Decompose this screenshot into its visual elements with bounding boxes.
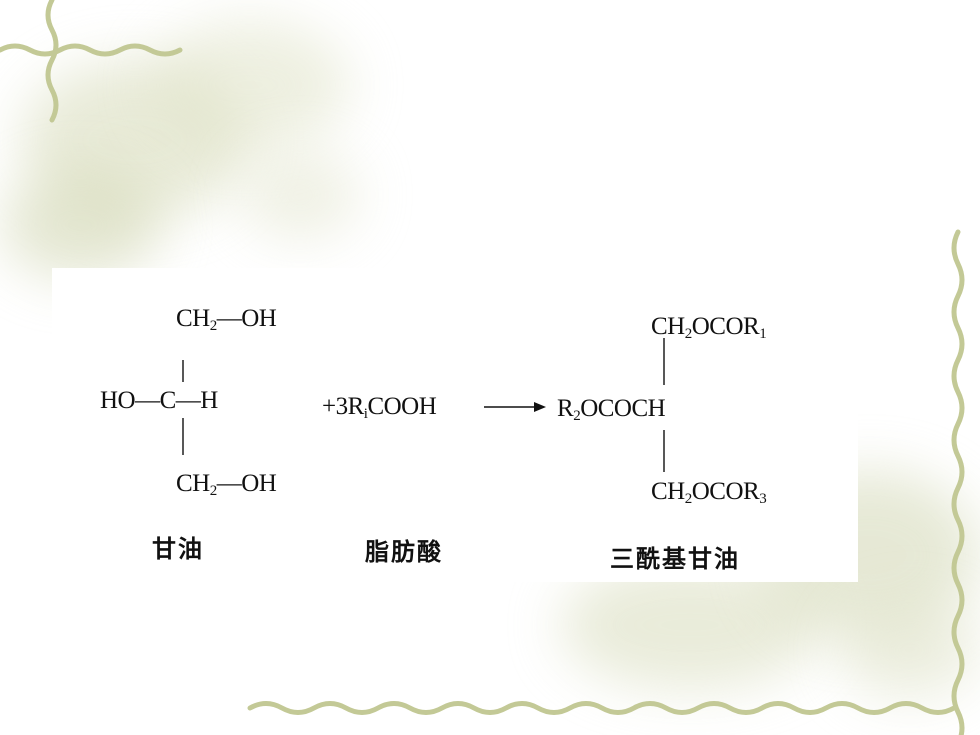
product-label: 三酰基甘油 (610, 545, 740, 573)
fatty-acid-label: 脂肪酸 (365, 538, 443, 566)
reaction-arrow-icon (534, 402, 546, 412)
glycerol-top-group: CH2—OH (176, 305, 277, 334)
fatty-acid-formula: +3RiCOOH (322, 393, 437, 422)
product-top-group: CH2OCOR1 (651, 313, 767, 342)
product-bottom-group: CH2OCOR3 (651, 478, 767, 507)
glycerol-bottom-group: CH2—OH (176, 470, 277, 499)
glycerol-middle-group: HO—C—H (100, 387, 218, 414)
glycerol-label: 甘油 (152, 535, 204, 563)
product-middle-group: R2OCOCH (557, 395, 666, 424)
reaction-panel (52, 268, 858, 582)
